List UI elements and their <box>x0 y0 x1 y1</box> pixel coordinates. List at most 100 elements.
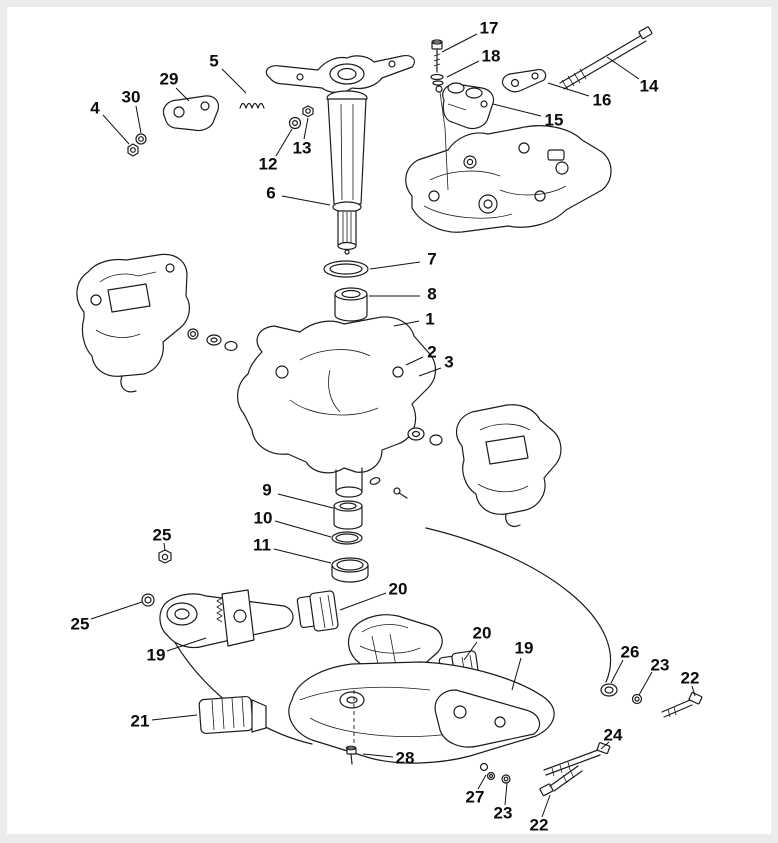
callout-leader-line <box>492 103 542 117</box>
callout-leader-line <box>277 493 334 509</box>
callout-10: 10 <box>254 509 273 528</box>
callout-leader-line <box>221 68 247 94</box>
callout-leader-line <box>362 753 394 758</box>
callout-20: 20 <box>389 580 408 599</box>
link-16 <box>501 69 547 93</box>
callout-leader-line <box>339 592 387 611</box>
callout-leader-line <box>600 741 610 750</box>
washer-stack-left <box>187 328 238 352</box>
callout-leader-line <box>504 782 508 806</box>
callout-30: 30 <box>122 88 141 107</box>
grommet-26 <box>600 683 618 697</box>
callout-8: 8 <box>427 285 436 304</box>
callout-layer: 1718141615529304131267812391011252520201… <box>71 19 700 835</box>
callout-26: 26 <box>621 643 640 662</box>
callout-2: 2 <box>427 343 436 362</box>
swivel-bracket <box>237 316 437 498</box>
callout-28: 28 <box>396 749 415 768</box>
callout-21: 21 <box>131 712 150 731</box>
washer-30 <box>135 133 147 145</box>
callout-leader-line <box>281 195 331 206</box>
callout-29: 29 <box>160 70 179 89</box>
callout-19: 19 <box>515 639 534 658</box>
mount-arm-left <box>159 589 294 649</box>
clamp-bracket-left <box>76 253 190 393</box>
callout-20: 20 <box>473 624 492 643</box>
callout-leader-line <box>90 601 143 620</box>
callout-leader-line <box>303 117 309 140</box>
callout-12: 12 <box>259 155 278 174</box>
callout-24: 24 <box>604 726 623 745</box>
callout-leader-line <box>175 87 190 102</box>
washer-23-right <box>631 693 643 705</box>
callout-18: 18 <box>482 47 501 66</box>
callout-22: 22 <box>681 669 700 688</box>
callout-leader-line <box>418 367 442 377</box>
callout-leader-line <box>166 637 207 652</box>
callout-leader-line <box>275 128 293 157</box>
callout-23: 23 <box>651 656 670 675</box>
steering-shaft <box>326 90 368 255</box>
callout-leader-line <box>151 714 198 721</box>
nut-4 <box>127 143 139 157</box>
screw-28 <box>345 745 357 765</box>
rubber-mount-20-upper <box>296 590 339 632</box>
lower-ribbed-housing <box>347 614 443 678</box>
callout-leader-line <box>102 114 130 145</box>
spacer-9 <box>333 500 363 530</box>
callout-leader-line <box>610 659 624 684</box>
bushing-8 <box>334 287 368 322</box>
callout-9: 9 <box>262 481 271 500</box>
callout-leader-line <box>606 56 640 80</box>
steering-yoke <box>265 55 415 94</box>
bolt-22-right <box>661 691 703 718</box>
washer-12 <box>288 116 302 130</box>
bushing-11 <box>331 557 369 583</box>
mount-cover-21 <box>198 695 267 735</box>
callout-leader-line <box>405 356 424 366</box>
callout-5: 5 <box>209 52 218 71</box>
washer-18 <box>430 73 444 81</box>
screw-17-assembly <box>430 39 446 129</box>
bushing-stack-right <box>407 427 443 446</box>
callout-11: 11 <box>253 536 271 555</box>
callout-leader-line <box>273 548 332 564</box>
washer-23-bottom <box>501 774 511 784</box>
callout-25: 25 <box>71 615 90 634</box>
callout-14: 14 <box>640 77 659 96</box>
callout-leader-line <box>463 641 478 661</box>
callout-25: 25 <box>153 526 172 545</box>
callout-1: 1 <box>425 310 434 329</box>
callout-4: 4 <box>90 99 100 118</box>
bolt-24 <box>543 742 611 777</box>
callout-16: 16 <box>593 91 612 110</box>
callout-leader-line <box>163 542 166 552</box>
callout-leader-line <box>393 320 420 327</box>
callout-leader-line <box>638 671 653 696</box>
callout-27: 27 <box>466 788 485 807</box>
washer-25-lower <box>141 593 155 607</box>
callout-3: 3 <box>444 353 453 372</box>
callout-leader-line <box>369 261 421 270</box>
callout-19: 19 <box>147 646 166 665</box>
callout-leader-line <box>547 82 590 97</box>
clamp-bracket-right <box>455 404 562 527</box>
callout-leader-line <box>541 794 551 818</box>
o-ring-10 <box>331 531 363 545</box>
callout-22: 22 <box>530 816 549 835</box>
callout-leader-line <box>135 105 142 134</box>
callout-leader-line <box>511 657 522 691</box>
callout-leader-line <box>441 33 478 53</box>
spring-5 <box>239 102 265 109</box>
callout-17: 17 <box>480 19 499 38</box>
small-clips-lower <box>369 477 408 499</box>
bracket-15 <box>442 82 495 130</box>
washers-27 <box>479 762 496 781</box>
callout-15: 15 <box>545 111 564 130</box>
callout-leader-line <box>477 774 487 790</box>
upper-mount-plate <box>405 125 612 233</box>
callout-6: 6 <box>266 184 275 203</box>
o-ring-7 <box>323 260 369 278</box>
